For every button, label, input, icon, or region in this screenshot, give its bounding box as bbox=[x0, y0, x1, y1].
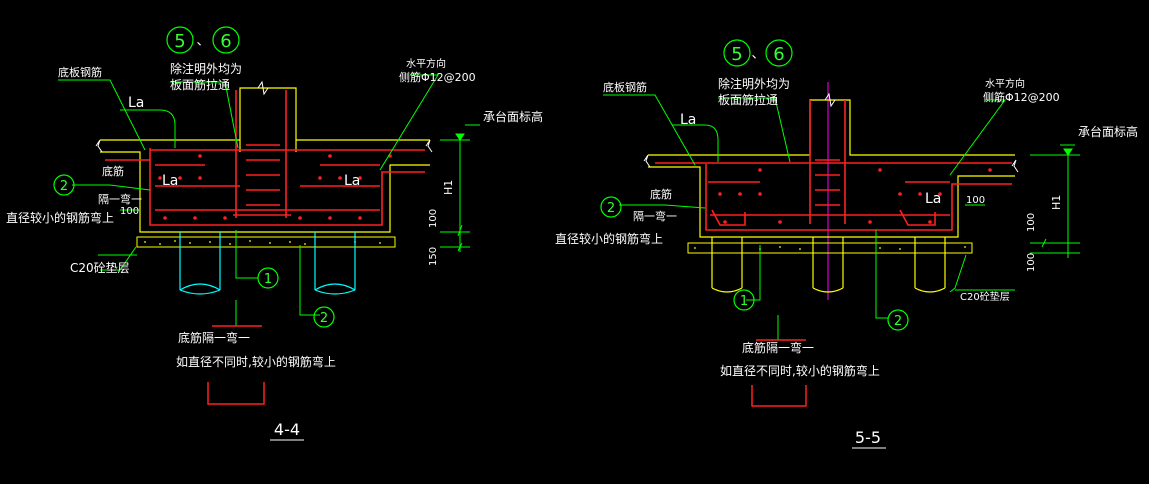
note-line2-right: 板面筋拉通 bbox=[718, 92, 778, 107]
rebar-group bbox=[105, 90, 425, 226]
dimension-lines bbox=[98, 133, 470, 256]
dim-h1-right: H1 bbox=[1050, 195, 1063, 210]
alternate-bend-label-right: 隔一弯一 bbox=[633, 209, 677, 223]
dim-100a-right: 100 bbox=[1026, 213, 1037, 232]
smaller-diameter-note-right: 直径较小的钢筋弯上 bbox=[555, 231, 663, 246]
bottom-note-line2-right: 如直径不同时,较小的钢筋弯上 bbox=[720, 363, 880, 378]
break-mark-right-right bbox=[1011, 159, 1019, 173]
bottom-bar-label-right: 底筋 bbox=[650, 187, 672, 201]
circle-separator: 、 bbox=[196, 34, 209, 49]
alternate-bend-label: 隔一弯一 bbox=[98, 192, 142, 206]
dim-100b-right: 100 bbox=[1026, 253, 1037, 272]
c20-blinding-layer-right bbox=[687, 242, 973, 254]
dim-100-inner-right: 100 bbox=[966, 195, 985, 206]
c20-blinding-layer bbox=[136, 236, 396, 248]
bottom-note-line2: 如直径不同时,较小的钢筋弯上 bbox=[176, 354, 336, 369]
section-5-5: 5 、 6 2 1 2 除注明外均为 板面筋拉通 底板钢筋 水平方向 侧筋Φ12… bbox=[555, 39, 1138, 449]
la-top-right: La bbox=[680, 112, 696, 128]
cap-top-elevation-label: 承台面标高 bbox=[483, 109, 543, 124]
dim-100-left: 100 bbox=[120, 206, 139, 217]
dim-100-right: 100 bbox=[428, 209, 439, 228]
dim-150: 150 bbox=[428, 247, 439, 266]
side-rebar-spec: 侧筋Φ12@200 bbox=[399, 70, 476, 84]
circle-2a-label: 2 bbox=[60, 179, 68, 194]
horizontal-direction-label-right: 水平方向 bbox=[985, 77, 1025, 90]
dimension-lines-right bbox=[955, 148, 1080, 291]
circle-2b-label-right: 2 bbox=[894, 314, 902, 329]
bottom-slab-rebar-label: 底板钢筋 bbox=[58, 65, 102, 79]
break-mark-top bbox=[257, 80, 269, 96]
break-mark-left-right bbox=[643, 154, 651, 168]
pile-right-1 bbox=[711, 237, 743, 293]
callout-circles-right bbox=[600, 39, 909, 331]
note-line1: 除注明外均为 bbox=[170, 61, 242, 76]
rebar-dots-right bbox=[718, 168, 992, 224]
la-left: La bbox=[162, 173, 178, 189]
section-4-4: 5 、 6 2 1 2 除注明外均为 板面筋拉通 底板钢筋 水平方向 侧筋Φ12… bbox=[6, 26, 543, 441]
circle-1-label-right: 1 bbox=[740, 294, 748, 309]
circle-1-label: 1 bbox=[264, 272, 272, 287]
leader-lines-right bbox=[603, 94, 1075, 340]
section-title-4-4: 4-4 bbox=[274, 420, 300, 439]
break-mark-left bbox=[95, 139, 103, 153]
circle-5-label: 5 bbox=[174, 31, 185, 52]
c20-blinding-label: C20砼垫层 bbox=[70, 260, 130, 275]
bottom-note-line1-right: 底筋隔一弯一 bbox=[742, 340, 814, 355]
circle-6-label-right: 6 bbox=[773, 44, 784, 65]
horizontal-direction-label: 水平方向 bbox=[406, 57, 446, 70]
smaller-diameter-note: 直径较小的钢筋弯上 bbox=[6, 210, 114, 225]
break-mark-right bbox=[425, 139, 433, 153]
cap-top-elevation-label-right: 承台面标高 bbox=[1078, 124, 1138, 139]
note-line2: 板面筋拉通 bbox=[170, 77, 230, 92]
pile-left bbox=[179, 232, 221, 295]
bottom-bar-label: 底筋 bbox=[102, 164, 124, 178]
circle-2b-label: 2 bbox=[320, 311, 328, 326]
pile-right-2 bbox=[812, 237, 844, 293]
la-right-right: La bbox=[925, 191, 941, 207]
circle-6-label: 6 bbox=[220, 31, 231, 52]
leader-lines bbox=[58, 74, 480, 326]
c20-blinding-label-right: C20砼垫层 bbox=[960, 290, 1010, 303]
pile-cap-outline-right bbox=[648, 99, 1015, 238]
pile-right bbox=[314, 232, 356, 295]
bottom-slab-rebar-label-right: 底板钢筋 bbox=[603, 80, 647, 94]
callout-circles bbox=[53, 26, 335, 328]
bend-detail-bracket bbox=[207, 382, 265, 405]
circle-5-label-right: 5 bbox=[731, 44, 742, 65]
bottom-note-line1: 底筋隔一弯一 bbox=[178, 330, 250, 345]
section-title-5-5: 5-5 bbox=[855, 428, 881, 447]
blinding-hatch-right bbox=[694, 246, 966, 250]
dim-h1: H1 bbox=[442, 180, 455, 195]
la-right: La bbox=[344, 173, 360, 189]
bend-detail-bracket-right bbox=[751, 385, 807, 407]
circle-separator-right: 、 bbox=[751, 47, 764, 62]
pile-right-3 bbox=[914, 237, 946, 293]
la-top: La bbox=[128, 95, 144, 111]
break-mark-top-right bbox=[824, 92, 836, 108]
rebar-group-right bbox=[655, 100, 1012, 231]
note-line1-right: 除注明外均为 bbox=[718, 76, 790, 91]
circle-2a-label-right: 2 bbox=[607, 201, 615, 216]
side-rebar-spec-right: 侧筋Φ12@200 bbox=[983, 90, 1060, 104]
